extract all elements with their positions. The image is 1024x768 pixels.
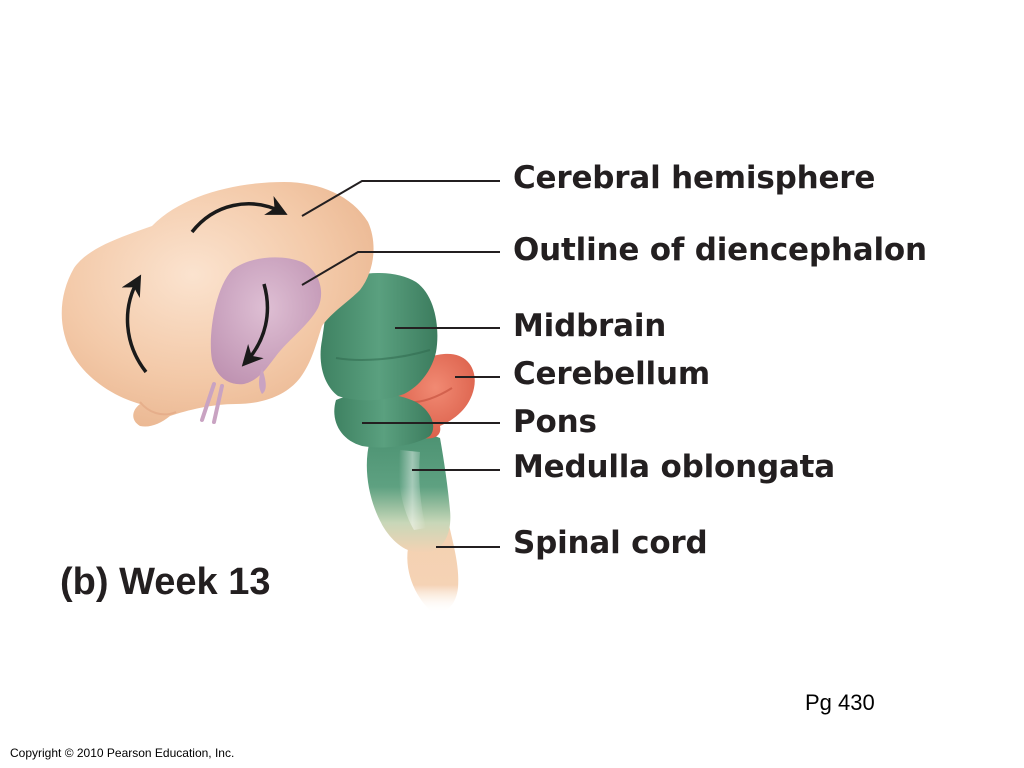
label-pons: Pons [513,404,597,440]
label-cerebellum: Cerebellum [513,356,710,392]
optic-stalk-right [212,384,224,424]
leader-diencephalon [301,251,500,286]
pons-shape [334,393,434,448]
copyright-notice: Copyright © 2010 Pearson Education, Inc. [10,746,235,760]
optic-stalk-left [200,382,216,422]
midbrain-fold [335,349,431,361]
temporal-lobe-bump [139,401,177,416]
diencephalon-drip [259,368,266,394]
rotation-arrow-inner-icon [241,283,270,367]
rotation-arrow-left-icon [121,274,148,374]
label-medulla-oblongata: Medulla oblongata [513,449,836,485]
stage-title: (b) Week 13 [60,561,271,603]
label-spinal-cord: Spinal cord [513,525,708,561]
page-reference: Pg 430 [805,690,875,715]
midbrain-shape [320,273,438,401]
leader-lines [301,180,500,548]
rotation-arrow-top-icon [190,196,288,234]
label-midbrain: Midbrain [513,308,667,344]
label-outline-diencephalon: Outline of diencephalon [513,232,927,268]
label-cerebral-hemisphere: Cerebral hemisphere [513,160,876,196]
leader-cerebral [301,180,500,217]
